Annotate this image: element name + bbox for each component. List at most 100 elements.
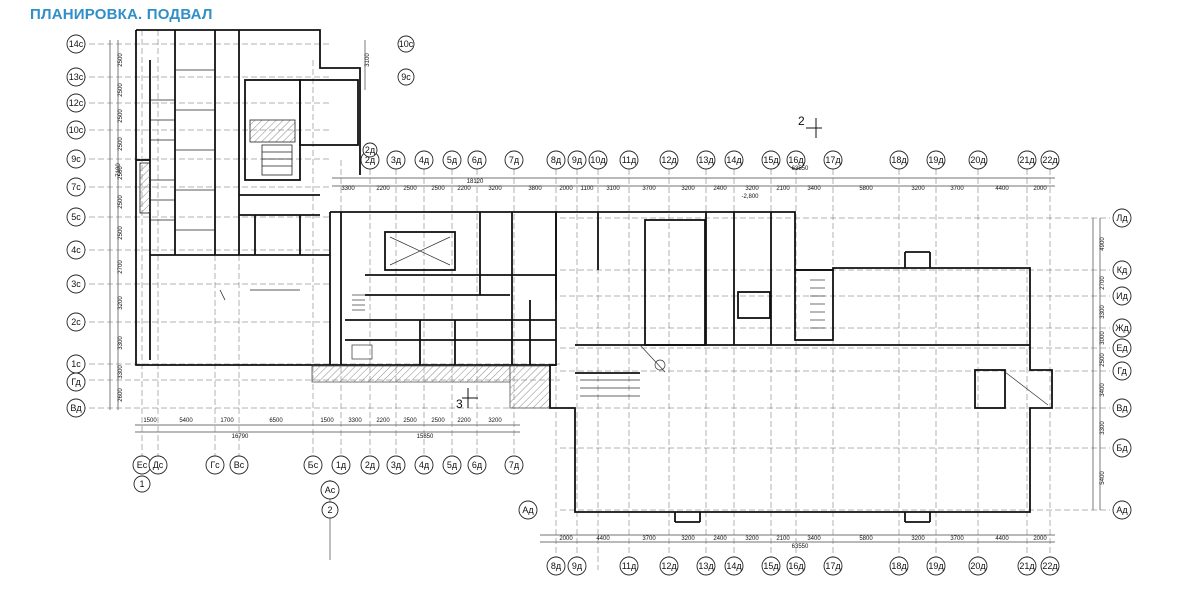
axis-bubble-left: 5с <box>66 207 86 227</box>
axis-label: 4д <box>419 460 430 470</box>
axis-label: Бд <box>1116 443 1128 453</box>
axis-bubble-circle <box>1112 398 1132 418</box>
dimension-value: 18120 <box>467 179 484 185</box>
axis-label: 5с <box>71 212 81 222</box>
axis-bubble-circle <box>588 150 608 170</box>
axis-bubble-left: Гд <box>66 372 86 392</box>
dimension-value: 3200 <box>745 536 759 542</box>
axis-bubble-circle <box>1112 208 1132 228</box>
axis-label: 20д <box>970 155 986 165</box>
dimension-value: 2500 <box>118 53 124 67</box>
axis-label: Вд <box>1116 403 1128 413</box>
axis-label: 2 <box>327 505 332 515</box>
dimension-value: 3400 <box>807 536 821 542</box>
axis-label: 7с <box>71 182 81 192</box>
axis-bubble-left: 7с <box>66 177 86 197</box>
axis-bubble-top: 22д <box>1040 150 1060 170</box>
axis-bubble-circle <box>442 455 462 475</box>
axis-label: 5д <box>447 155 458 165</box>
axis-label: 2д <box>365 155 376 165</box>
axis-label: 12д <box>661 155 677 165</box>
axis-bubble-bottom: 22д <box>1040 556 1060 576</box>
dimension-value: 3200 <box>911 536 925 542</box>
axis-label: 2д <box>365 460 376 470</box>
dimension-value: 3400 <box>807 186 821 192</box>
section-marker: 3 <box>456 397 463 411</box>
axis-bubble-top: 5д <box>442 150 462 170</box>
axis-bubble-top: 4д <box>414 150 434 170</box>
axis-bubble-bottom: Гс <box>205 455 225 475</box>
axis-label: 14с <box>69 39 84 49</box>
axis-bubble-bottom: 8д <box>546 556 566 576</box>
axis-label: 16д <box>788 155 804 165</box>
dimension-value: 2000 <box>1033 186 1047 192</box>
dimension-lines <box>109 40 1101 560</box>
dimension-value: 3400 <box>1100 383 1106 397</box>
axis-bubble-circle <box>724 556 744 576</box>
axis-bubble-right: Ад <box>1112 500 1132 520</box>
dimension-value: 3700 <box>950 536 964 542</box>
axis-label: 3д <box>391 460 402 470</box>
axis-bubble-top: 18д <box>889 150 909 170</box>
axis-bubble-bottom: 5д <box>442 455 462 475</box>
axis-label: 21д <box>1019 561 1035 571</box>
axis-bubble-circle <box>1112 361 1132 381</box>
axis-bubble-circle <box>66 240 86 260</box>
axis-label: 13д <box>698 155 714 165</box>
dimension-value: 2200 <box>457 186 471 192</box>
axis-bubble-bottom: Дс <box>148 455 168 475</box>
axis-number-bubble: 2 <box>321 501 339 519</box>
section-marker: 2 <box>798 114 805 128</box>
axis-label: 7д <box>509 460 520 470</box>
axis-bubble-circle <box>1017 150 1037 170</box>
axis-bubble-circle <box>696 556 716 576</box>
axis-label: 13д <box>698 561 714 571</box>
axis-bubble-circle <box>518 500 538 520</box>
dimension-value: 2500 <box>118 195 124 209</box>
grid-axes <box>80 30 1110 570</box>
axis-bubble-bottom: 12д <box>659 556 679 576</box>
axis-label: Вс <box>234 460 245 470</box>
axis-bubble-top: 16д <box>786 150 806 170</box>
dimension-value: 3200 <box>488 186 502 192</box>
dimension-value: 3300 <box>341 186 355 192</box>
axis-label: 10д <box>590 155 606 165</box>
dimension-value: 7100 <box>116 163 122 177</box>
axis-label: 18д <box>891 155 907 165</box>
corridor-hatch <box>311 365 511 383</box>
dimension-value: 63550 <box>792 544 809 550</box>
axis-label: 7д <box>509 155 520 165</box>
axis-bubble-bottom: 17д <box>823 556 843 576</box>
axis-bubble-top: 19д <box>926 150 946 170</box>
axis-bubble-circle <box>546 150 566 170</box>
dimension-value: 3200 <box>118 296 124 310</box>
axis-bubble-left: 13с <box>66 67 86 87</box>
axis-bubble-top: 9д <box>567 150 587 170</box>
dimension-value: 2500 <box>118 166 124 180</box>
axis-bubble-bottom: 11д <box>619 556 639 576</box>
axis-bubble-bottom: 1д <box>331 455 351 475</box>
axis-bubble-circle <box>386 150 406 170</box>
axis-label: 4с <box>71 245 81 255</box>
axis-bubble-left: 2с <box>66 312 86 332</box>
right-block-details <box>580 279 1049 406</box>
axis-bubble-bottom: 3д <box>386 455 406 475</box>
axis-label: 15д <box>763 561 779 571</box>
dimension-value: 2500 <box>431 186 445 192</box>
axis-bubble-circle <box>362 142 378 158</box>
dimension-value: 2400 <box>713 536 727 542</box>
axis-bubble-circle <box>968 556 988 576</box>
axis-bubble-bottom: 20д <box>968 556 988 576</box>
axis-bubble-right: Жд <box>1112 318 1132 338</box>
axis-bubble-circle <box>414 150 434 170</box>
axis-bubble-circle <box>66 207 86 227</box>
dimension-value: 3200 <box>488 418 502 424</box>
dimension-value: 5400 <box>179 418 193 424</box>
axis-label: Гд <box>1117 366 1127 376</box>
dimension-value: 2000 <box>559 536 573 542</box>
axis-label: 10с <box>399 39 414 49</box>
axis-label: 6д <box>472 460 483 470</box>
dimension-value: 2700 <box>1100 276 1106 290</box>
axis-bubble-circle <box>1040 556 1060 576</box>
